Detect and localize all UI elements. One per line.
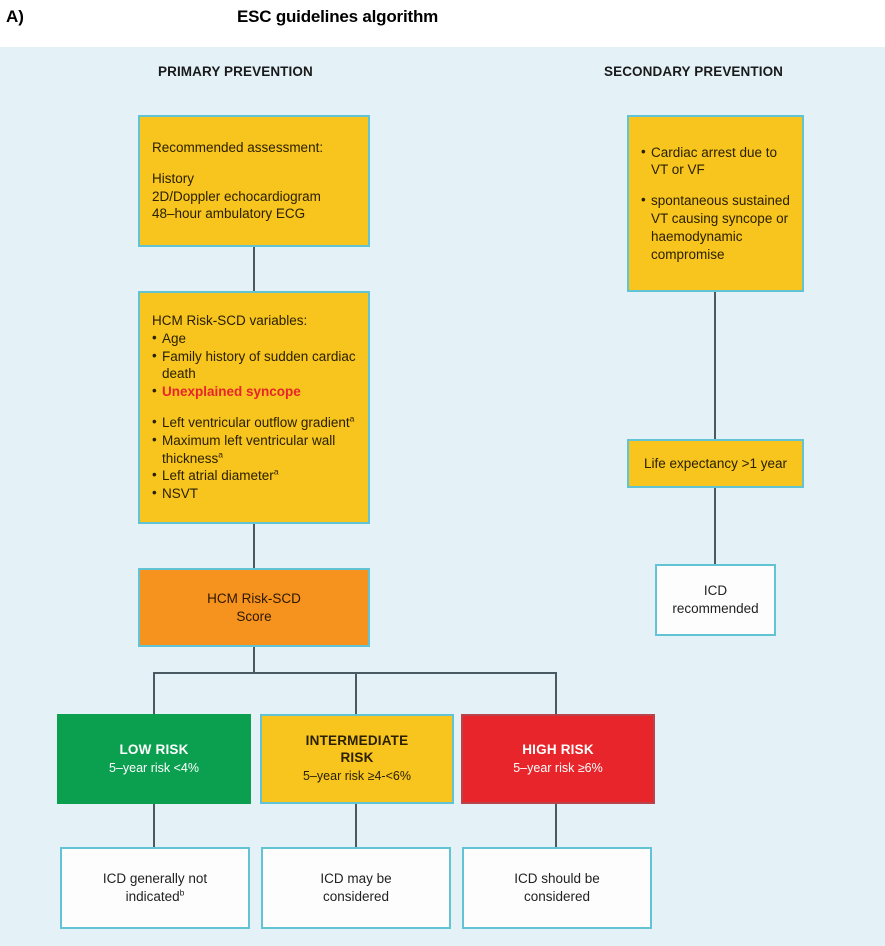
node-recommended-assessment: Recommended assessment: History 2D/Doppl… xyxy=(138,115,370,247)
node-low-risk: LOW RISK 5–year risk <4% xyxy=(57,714,251,804)
variable-item-max-wall-thickness: Maximum left ventricular wall thicknessa xyxy=(152,431,356,468)
indication-item-cardiac-arrest: Cardiac arrest due to VT or VF xyxy=(641,143,790,180)
low-risk-title: LOW RISK xyxy=(119,741,189,757)
indication-label: Cardiac arrest due to VT or VF xyxy=(651,144,778,178)
node-outcome-icd-recommended: ICD recommended xyxy=(655,564,776,636)
intermediate-risk-body: INTERMEDIATE RISK 5–year risk ≥4-<6% xyxy=(262,733,452,784)
node-life-expectancy: Life expectancy >1 year xyxy=(627,439,804,488)
high-risk-detail: 5–year risk ≥6% xyxy=(513,760,603,775)
connector-variables-to-score xyxy=(253,524,255,568)
title-band: A) ESC guidelines algorithm xyxy=(0,0,885,47)
score-line-2: Score xyxy=(236,608,272,624)
high-risk-body: HIGH RISK 5–year risk ≥6% xyxy=(463,742,653,777)
intermediate-risk-detail: 5–year risk ≥4-<6% xyxy=(303,769,411,784)
node-hcm-risk-scd-score: HCM Risk-SCD Score xyxy=(138,568,370,647)
variable-label: Left ventricular outflow gradient xyxy=(162,415,350,430)
algorithm-canvas: PRIMARY PREVENTION SECONDARY PREVENTION … xyxy=(0,47,885,946)
hcm-risk-scd-variables-body: HCM Risk-SCD variables: Age Family histo… xyxy=(140,312,368,503)
recommended-assessment-body: Recommended assessment: History 2D/Doppl… xyxy=(140,139,368,223)
connector-score-to-rail xyxy=(253,647,255,672)
variable-item-lvot-gradient: Left ventricular outflow gradienta xyxy=(152,413,356,432)
connector-low-risk-to-outcome xyxy=(153,804,155,847)
score-line-1: HCM Risk-SCD xyxy=(207,590,301,606)
node-outcome-icd-not-indicated: ICD generally not indicatedb xyxy=(60,847,250,929)
connector-high-risk-to-outcome xyxy=(555,804,557,847)
connector-assessment-to-variables xyxy=(253,247,255,291)
hcm-risk-scd-variables-list: Age Family history of sudden cardiac dea… xyxy=(152,329,356,503)
variable-item-left-atrial-diameter: Left atrial diametera xyxy=(152,466,356,485)
footnote-marker-a: a xyxy=(349,413,355,424)
variable-label: Family history of sudden cardiac death xyxy=(162,348,356,382)
life-expectancy-body: Life expectancy >1 year xyxy=(644,455,787,471)
recommended-assessment-heading: Recommended assessment: xyxy=(152,139,324,155)
outcome-may-be-considered-line-1: ICD may be xyxy=(320,871,392,887)
indication-item-sustained-vt: spontaneous sustained VT causing syncope… xyxy=(641,191,790,263)
high-risk-title: HIGH RISK xyxy=(522,741,594,757)
connector-rail-to-intermediate-risk xyxy=(355,672,357,714)
footnote-marker-a: a xyxy=(218,449,224,460)
outcome-not-indicated-line-2: indicatedb xyxy=(74,888,236,906)
outcome-icd-recommended-body: ICD recommended xyxy=(657,582,774,618)
column-header-primary-prevention: PRIMARY PREVENTION xyxy=(158,64,313,79)
outcome-should-be-considered-line-1: ICD should be xyxy=(514,871,600,887)
variable-label: Left atrial diameter xyxy=(162,468,274,484)
secondary-indications-body: Cardiac arrest due to VT or VF spontaneo… xyxy=(629,143,802,264)
low-risk-body: LOW RISK 5–year risk <4% xyxy=(59,742,249,777)
node-intermediate-risk: INTERMEDIATE RISK 5–year risk ≥4-<6% xyxy=(260,714,454,804)
node-high-risk: HIGH RISK 5–year risk ≥6% xyxy=(461,714,655,804)
assessment-item-ambulatory-ecg: 48–hour ambulatory ECG xyxy=(152,206,306,222)
variable-label: Maximum left ventricular wall thickness xyxy=(162,432,336,466)
variable-item-unexplained-syncope: Unexplained syncope xyxy=(152,382,356,401)
connector-branch-rail xyxy=(153,672,556,674)
connector-indications-to-life-expectancy xyxy=(714,292,716,439)
panel-letter: A) xyxy=(6,7,24,26)
outcome-not-indicated-line-1: ICD generally not xyxy=(102,871,208,887)
page-title-text: ESC guidelines algorithm xyxy=(236,7,439,26)
outcome-not-indicated-line-2-text: indicated xyxy=(125,889,180,904)
indication-label: spontaneous sustained VT causing syncope… xyxy=(651,193,790,262)
footnote-marker-b: b xyxy=(179,887,185,898)
variable-label: Age xyxy=(162,330,187,346)
page-title: ESC guidelines algorithm xyxy=(0,7,885,27)
node-outcome-icd-may-be-considered: ICD may be considered xyxy=(261,847,451,929)
footnote-marker-a: a xyxy=(273,466,279,477)
connector-rail-to-low-risk xyxy=(153,672,155,714)
outcome-may-be-considered-line-2: considered xyxy=(322,889,390,904)
outcome-icd-recommended-line-2: recommended xyxy=(672,601,759,616)
intermediate-risk-title-line-2: RISK xyxy=(340,750,374,766)
low-risk-detail: 5–year risk <4% xyxy=(109,760,199,775)
variable-item-nsvt: NSVT xyxy=(152,484,356,503)
hcm-risk-scd-score-body: HCM Risk-SCD Score xyxy=(140,590,368,626)
outcome-should-be-considered-body: ICD should be considered xyxy=(464,870,650,906)
node-secondary-prevention-indications: Cardiac arrest due to VT or VF spontaneo… xyxy=(627,115,804,292)
outcome-may-be-considered-body: ICD may be considered xyxy=(263,870,449,906)
variable-item-family-history: Family history of sudden cardiac death xyxy=(152,347,356,384)
connector-life-expectancy-to-outcome xyxy=(714,488,716,564)
secondary-indications-list: Cardiac arrest due to VT or VF spontaneo… xyxy=(641,143,790,264)
node-hcm-risk-scd-variables: HCM Risk-SCD variables: Age Family histo… xyxy=(138,291,370,524)
column-header-secondary-prevention: SECONDARY PREVENTION xyxy=(604,64,784,79)
hcm-risk-scd-variables-heading: HCM Risk-SCD variables: xyxy=(152,312,308,328)
variable-label: NSVT xyxy=(162,486,199,502)
node-outcome-icd-should-be-considered: ICD should be considered xyxy=(462,847,652,929)
assessment-item-history: History xyxy=(152,170,195,186)
intermediate-risk-title-line-1: INTERMEDIATE xyxy=(305,733,409,749)
outcome-not-indicated-body: ICD generally not indicatedb xyxy=(62,870,248,906)
outcome-icd-recommended-line-1: ICD xyxy=(703,583,728,599)
variable-item-age: Age xyxy=(152,329,356,348)
variable-label-highlighted: Unexplained syncope xyxy=(162,384,301,400)
connector-rail-to-high-risk xyxy=(555,672,557,714)
connector-intermediate-risk-to-outcome xyxy=(355,804,357,847)
assessment-item-echocardiogram: 2D/Doppler echocardiogram xyxy=(152,188,321,204)
outcome-should-be-considered-line-2: considered xyxy=(523,889,591,904)
